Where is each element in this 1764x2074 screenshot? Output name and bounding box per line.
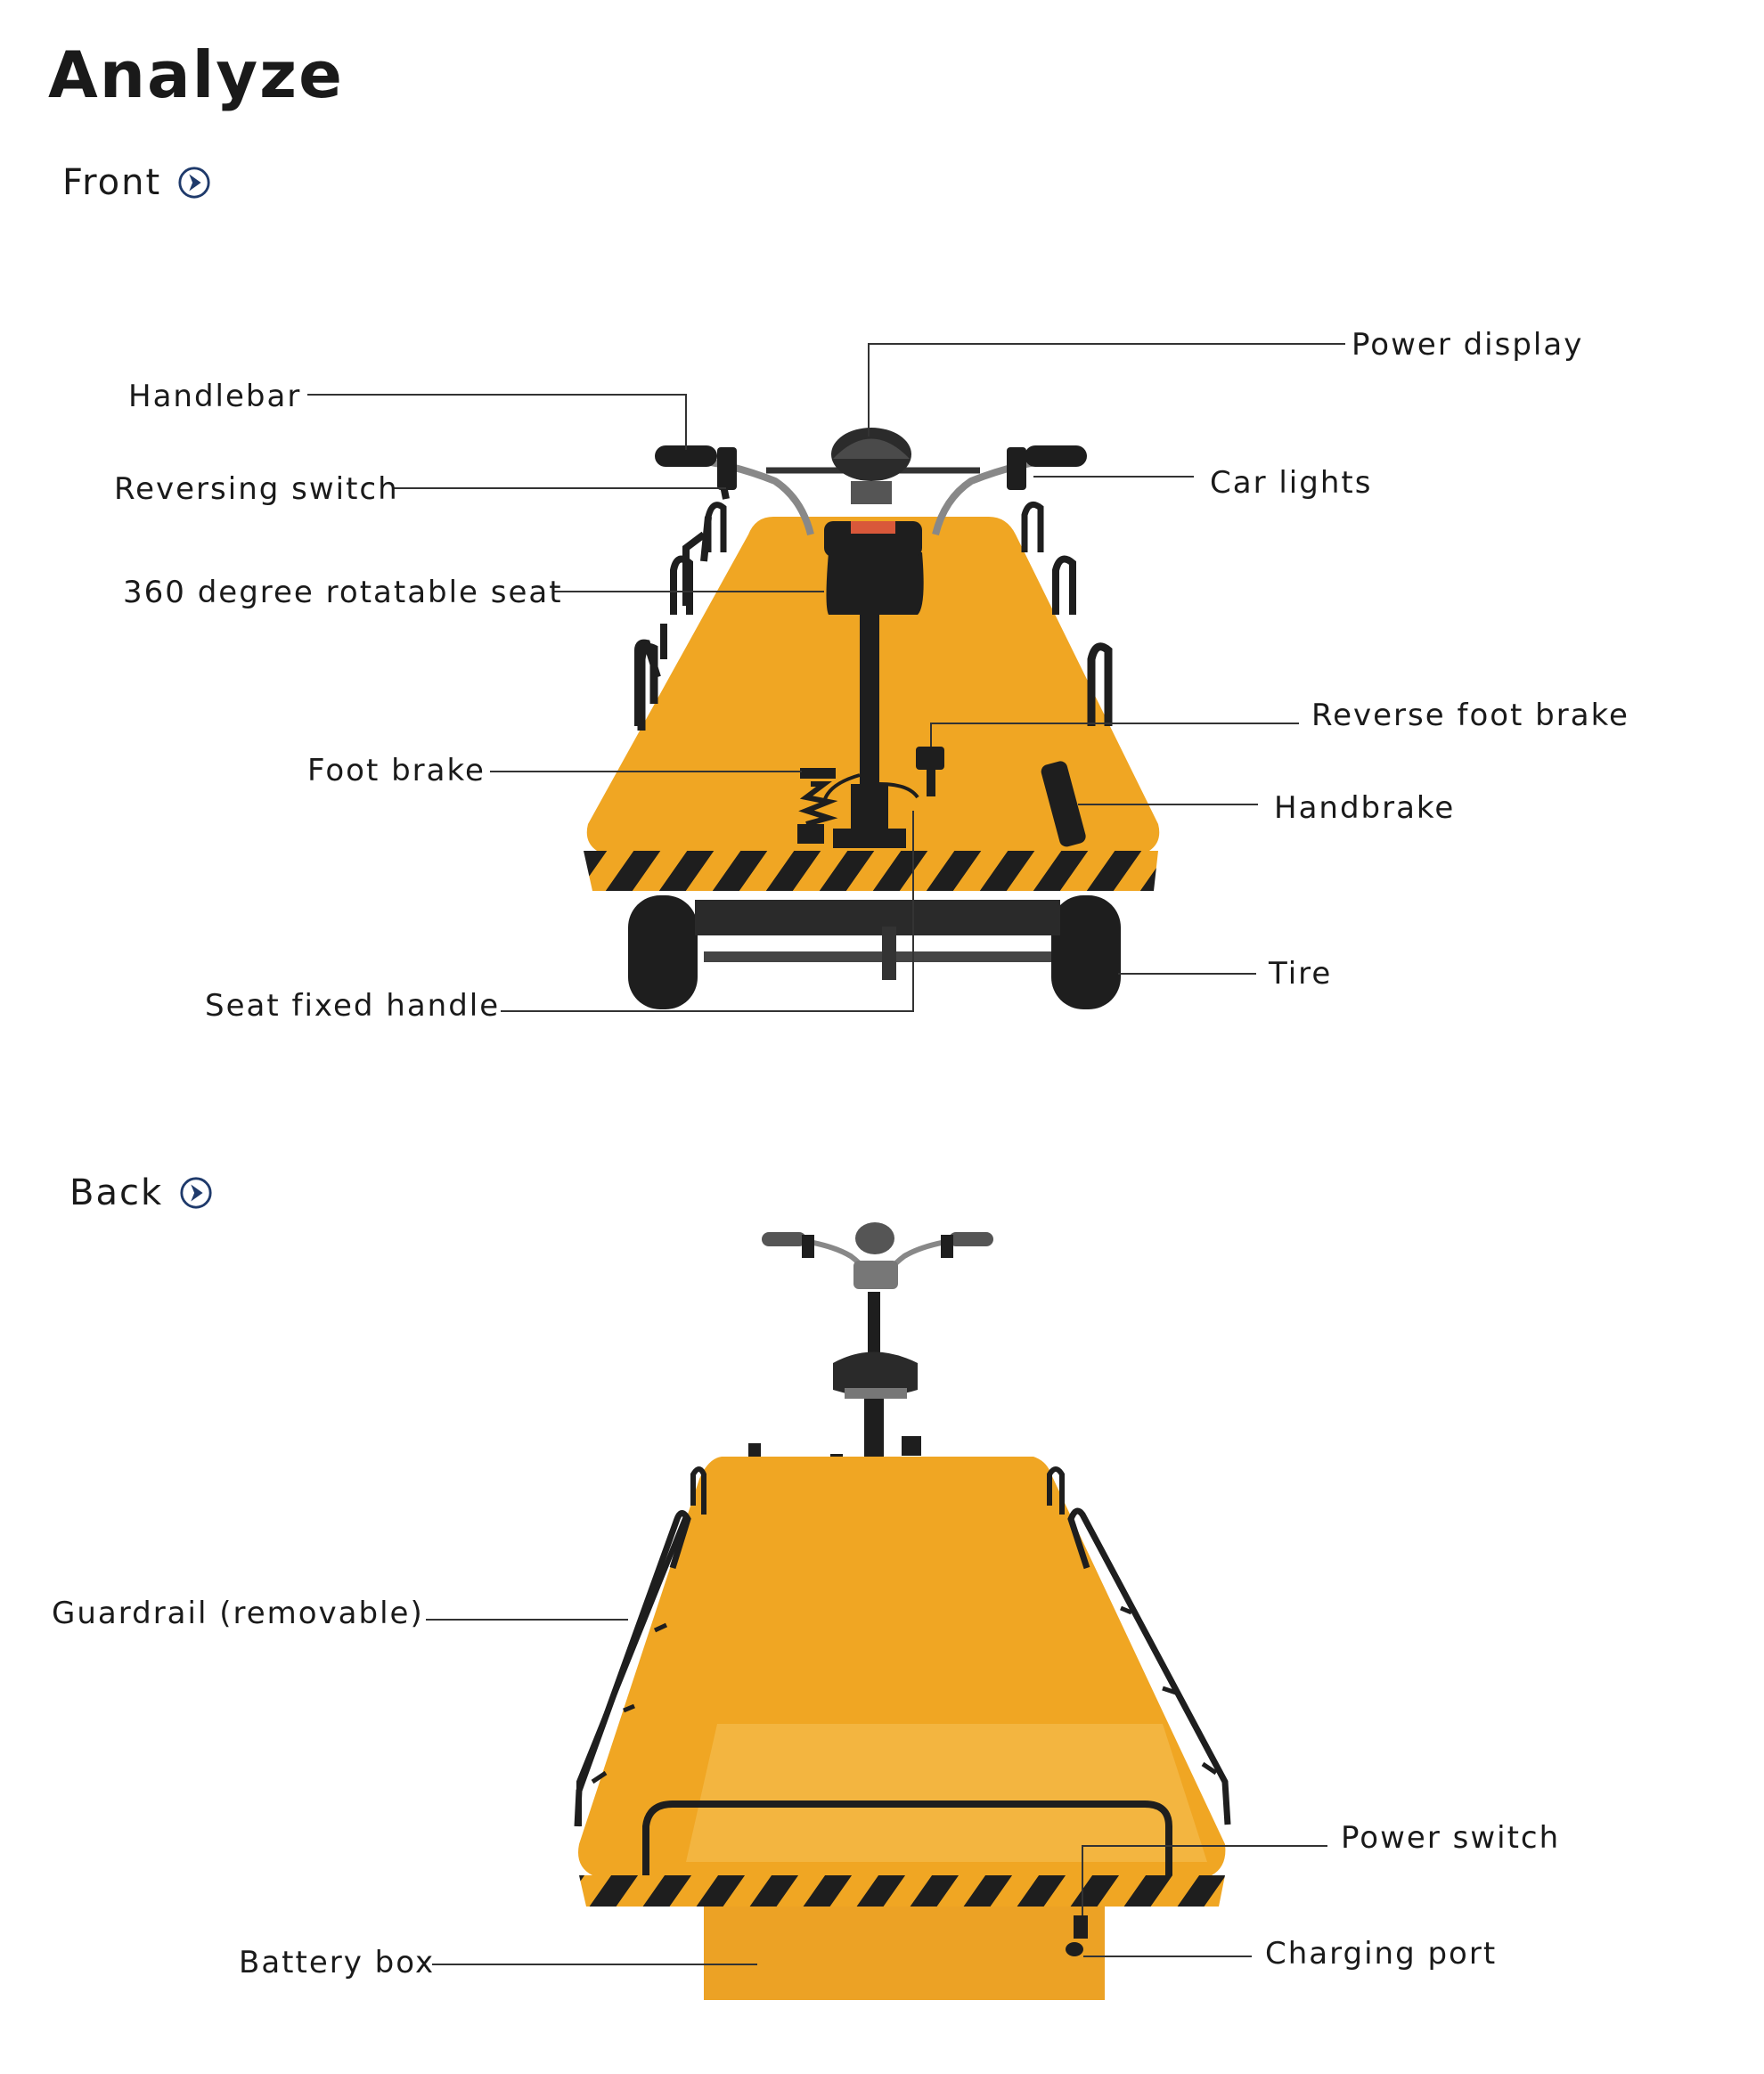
page-title: Analyze xyxy=(48,37,344,112)
label-power-switch: Power switch xyxy=(1341,1820,1561,1856)
front-handbrake xyxy=(1041,761,1086,847)
back-view-cart xyxy=(574,1222,1231,2000)
back-power-display xyxy=(855,1222,894,1254)
back-leader-lines xyxy=(426,1619,1327,1965)
label-tire: Tire xyxy=(1269,956,1333,992)
chevron-circle-right-icon xyxy=(178,167,210,199)
back-power-switch xyxy=(1074,1915,1088,1939)
front-right-tire xyxy=(1051,895,1121,1009)
label-reverse-foot-brake: Reverse foot brake xyxy=(1311,698,1629,733)
label-handbrake: Handbrake xyxy=(1274,790,1456,826)
front-reverse-foot-brake xyxy=(916,747,944,770)
label-handlebar: Handlebar xyxy=(128,379,302,414)
front-leader-lines xyxy=(307,343,1345,1012)
back-charging-port xyxy=(1066,1942,1083,1956)
label-car-lights: Car lights xyxy=(1210,465,1373,501)
back-hazard-stripe xyxy=(579,1875,1225,1907)
front-hazard-stripe xyxy=(584,851,1158,891)
back-left-grip xyxy=(762,1232,806,1246)
label-guardrail: Guardrail (removable) xyxy=(52,1596,424,1631)
label-seat-fixed-handle: Seat fixed handle xyxy=(205,988,501,1024)
label-reversing-switch: Reversing switch xyxy=(114,471,399,507)
front-left-tire xyxy=(628,895,698,1009)
front-foot-brake xyxy=(800,768,836,779)
label-rotatable-seat: 360 degree rotatable seat xyxy=(123,575,563,610)
chevron-circle-right-icon xyxy=(180,1177,212,1209)
front-right-grip xyxy=(1025,445,1087,467)
front-left-grip xyxy=(655,445,717,467)
front-view-cart xyxy=(584,428,1160,1009)
back-seat xyxy=(833,1351,918,1397)
back-rear-guardrail xyxy=(642,1800,1172,1875)
section-back-label: Back xyxy=(69,1172,164,1213)
label-foot-brake: Foot brake xyxy=(307,753,486,788)
label-power-display: Power display xyxy=(1352,327,1584,363)
label-charging-port: Charging port xyxy=(1265,1936,1498,1972)
back-right-grip xyxy=(949,1232,993,1246)
section-front-label: Front xyxy=(62,162,162,203)
label-battery-box: Battery box xyxy=(239,1945,436,1980)
section-front-heading: Front xyxy=(62,162,211,203)
section-back-heading: Back xyxy=(69,1172,213,1213)
front-seat-post xyxy=(860,561,879,829)
back-battery-box xyxy=(704,1907,1105,2000)
